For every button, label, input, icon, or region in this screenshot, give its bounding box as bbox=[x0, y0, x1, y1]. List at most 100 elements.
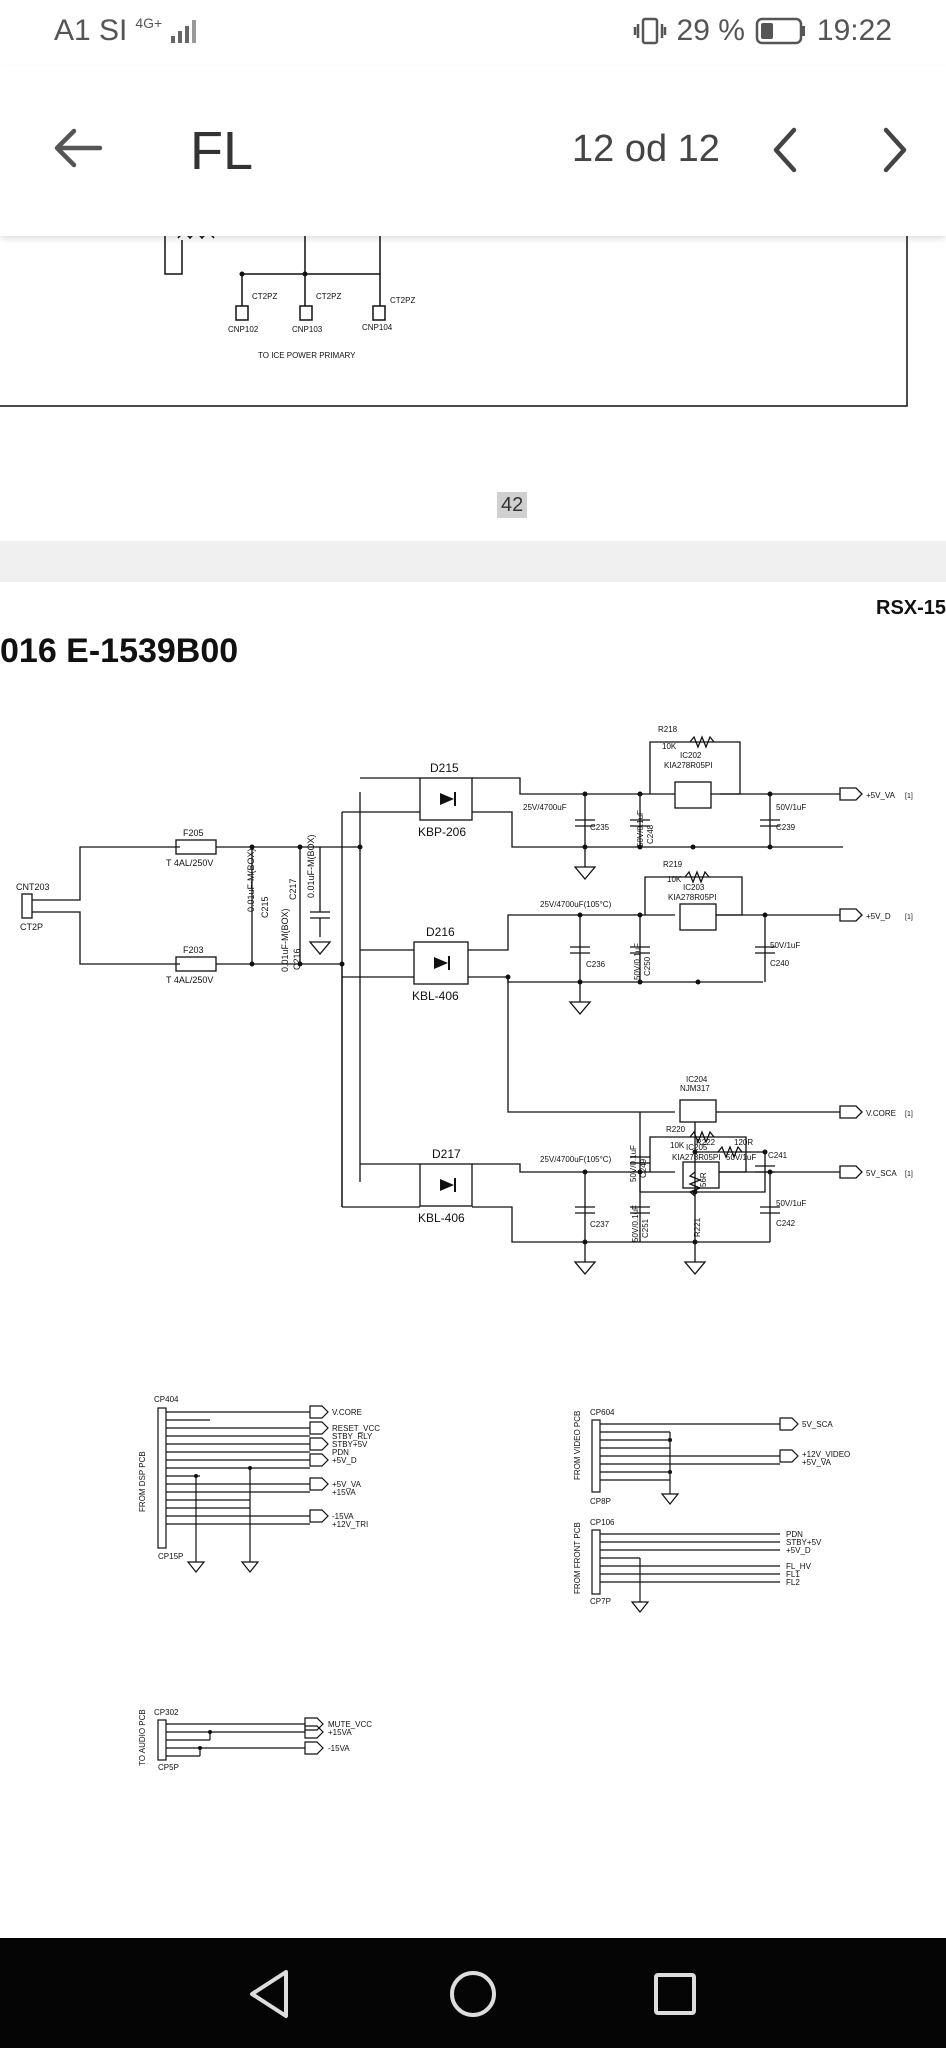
cp404-signal-15va: +15VA bbox=[332, 1488, 356, 1497]
cp404-signal-stby-rly: STBY_RLY bbox=[332, 1432, 373, 1441]
nav-home-icon[interactable] bbox=[443, 1964, 503, 2024]
cp106-signal-fl1: FL1 bbox=[786, 1570, 800, 1579]
cp404-signal-vcore: V.CORE bbox=[332, 1408, 362, 1417]
label-f205: F205 bbox=[183, 828, 204, 838]
label-ic205-part: KIA278R05PI bbox=[672, 1153, 720, 1162]
label-cap-50v1: 50V/1uF bbox=[776, 803, 806, 812]
label-ic202-part: KIA278R05PI bbox=[664, 761, 712, 770]
ref-marker: [1] bbox=[905, 793, 913, 800]
label-r218: R218 bbox=[658, 725, 678, 734]
label-r221-value: 56R bbox=[699, 1172, 708, 1187]
label-d216: D216 bbox=[426, 925, 455, 939]
label-c215: C215 bbox=[260, 896, 270, 918]
cp106-foot: CP7P bbox=[590, 1597, 611, 1606]
status-right: 29 % 19:22 bbox=[633, 14, 892, 48]
cp106-signal-5v-d: +5V_D bbox=[786, 1546, 811, 1555]
label-c235: C235 bbox=[590, 823, 610, 832]
cp404-signal-5v-va: +5V_VA bbox=[332, 1480, 362, 1489]
label-cap-25v4700-105: 25V/4700uF(105°C) bbox=[540, 1155, 612, 1164]
connector-label: CT2PZ bbox=[316, 292, 341, 301]
signal-icon bbox=[171, 20, 197, 43]
nav-back-icon[interactable] bbox=[240, 1964, 300, 2024]
cp106-signal-pdn: PDN bbox=[786, 1530, 803, 1539]
label-ic203: IC203 bbox=[683, 883, 705, 892]
label-r220-value: 10K bbox=[670, 1141, 685, 1150]
label-c239: C239 bbox=[776, 823, 796, 832]
status-bar: A1 SI 4G+ 29 % 19:22 bbox=[0, 0, 946, 66]
label-r221: R221 bbox=[693, 1217, 702, 1237]
nav-recents-icon[interactable] bbox=[645, 1964, 705, 2024]
label-ic204: IC204 bbox=[686, 1075, 708, 1084]
cp604-label: CP604 bbox=[590, 1408, 615, 1417]
label-c251: C251 bbox=[641, 1218, 650, 1238]
label-cap-25v4700-105: 25V/4700uF(105°C) bbox=[540, 900, 612, 909]
cp404-signal-reset-vcc: RESET_VCC bbox=[332, 1424, 380, 1433]
label-c242: C242 bbox=[776, 1219, 796, 1228]
label-c236: C236 bbox=[586, 960, 606, 969]
label-c216: C216 bbox=[292, 948, 302, 970]
document-number: 016 E-1539B00 bbox=[0, 632, 238, 670]
cp404-signal-12v-tri: +12V_TRI bbox=[332, 1520, 368, 1529]
label-ic203-part: KIA278R05PI bbox=[668, 893, 716, 902]
ref-marker: [1] bbox=[905, 1111, 913, 1118]
previous-page: CT2PZ CT2PZ CT2PZ CNP102 CNP103 CNP104 T… bbox=[0, 236, 946, 541]
cp604-foot: CP8P bbox=[590, 1497, 611, 1506]
cp604-signal-12v-video: +12V_VIDEO bbox=[802, 1450, 850, 1459]
system-navigation-bar bbox=[0, 1938, 946, 2048]
label-d215: D215 bbox=[430, 761, 459, 775]
label-r219: R219 bbox=[663, 860, 683, 869]
connector-label: CNP104 bbox=[362, 323, 393, 332]
cp404-foot: CP15P bbox=[158, 1552, 183, 1561]
document-viewer[interactable]: CT2PZ CT2PZ CT2PZ CNP102 CNP103 CNP104 T… bbox=[0, 236, 946, 1938]
cp302-signal-15va: +15VA bbox=[328, 1728, 352, 1737]
cp302-side: TO AUDIO PCB bbox=[138, 1709, 147, 1766]
cp302-foot: CP5P bbox=[158, 1763, 179, 1772]
output-5v-d: +5V_D bbox=[866, 912, 891, 921]
label-cap-25v4700: 25V/4700uF bbox=[523, 803, 567, 812]
ref-marker: [1] bbox=[905, 914, 913, 921]
next-result-button[interactable] bbox=[870, 124, 918, 176]
cp404-signal-stby5v: STBY+5V bbox=[332, 1440, 368, 1449]
document-toolbar: FL 12 od 12 bbox=[0, 66, 946, 236]
label-cap-box: 0.01uF-M(BOX) bbox=[306, 834, 316, 898]
power-supply-schematic: RSX-15 016 E-1539B00 bbox=[0, 597, 946, 1772]
label-c237: C237 bbox=[590, 1220, 610, 1229]
cp106-side: FROM FRONT PCB bbox=[573, 1522, 582, 1594]
label-cap-50v1: 50V/1uF bbox=[776, 1199, 806, 1208]
label-cap-box: 0.01uF-M(BOX) bbox=[280, 908, 290, 972]
cp302-label: CP302 bbox=[154, 1708, 179, 1717]
destination-label: TO ICE POWER PRIMARY bbox=[258, 351, 356, 360]
cp404-signal-5v-d: +5V_D bbox=[332, 1456, 357, 1465]
previous-result-button[interactable] bbox=[762, 124, 810, 176]
cp604-signal-5v-va: +5V_VA bbox=[802, 1458, 832, 1467]
label-f203: F203 bbox=[183, 945, 204, 955]
label-r220: R220 bbox=[666, 1125, 686, 1134]
label-cap-box: 0.01uF-M(BOX) bbox=[246, 848, 256, 912]
document-title: FL bbox=[190, 121, 254, 181]
connector-label: CNP103 bbox=[292, 325, 323, 334]
label-fuse-rating: T 4AL/250V bbox=[166, 975, 213, 985]
vibrate-icon bbox=[633, 17, 666, 45]
label-c248: C248 bbox=[646, 824, 655, 844]
connector-label: CNP102 bbox=[228, 325, 259, 334]
cp404-signal-minus15va: -15VA bbox=[332, 1512, 354, 1521]
ref-marker: [1] bbox=[905, 1171, 913, 1178]
connector-label: CT2PZ bbox=[390, 296, 415, 305]
battery-percent: 29 % bbox=[676, 14, 745, 47]
back-arrow-icon[interactable] bbox=[48, 118, 108, 178]
label-ic205: IC205 bbox=[686, 1143, 708, 1152]
cp302-signal-minus15va: -15VA bbox=[328, 1744, 350, 1753]
battery-icon bbox=[755, 17, 805, 45]
label-d217-part: KBL-406 bbox=[418, 1211, 465, 1225]
cp404-label: CP404 bbox=[154, 1395, 179, 1404]
label-d217: D217 bbox=[432, 1147, 461, 1161]
cp404-signal-pdn: PDN bbox=[332, 1448, 349, 1457]
previous-page-schematic: CT2PZ CT2PZ CT2PZ CNP102 CNP103 CNP104 T… bbox=[0, 236, 908, 407]
label-c217: C217 bbox=[288, 878, 298, 900]
cp106-signal-fl-hv: FL_HV bbox=[786, 1562, 812, 1571]
label-ic202: IC202 bbox=[680, 751, 702, 760]
label-ic204-part: NJM317 bbox=[680, 1084, 710, 1093]
label-r218-value: 10K bbox=[662, 742, 677, 751]
output-5v-va: +5V_VA bbox=[866, 791, 896, 800]
network-type: 4G+ bbox=[135, 15, 163, 31]
